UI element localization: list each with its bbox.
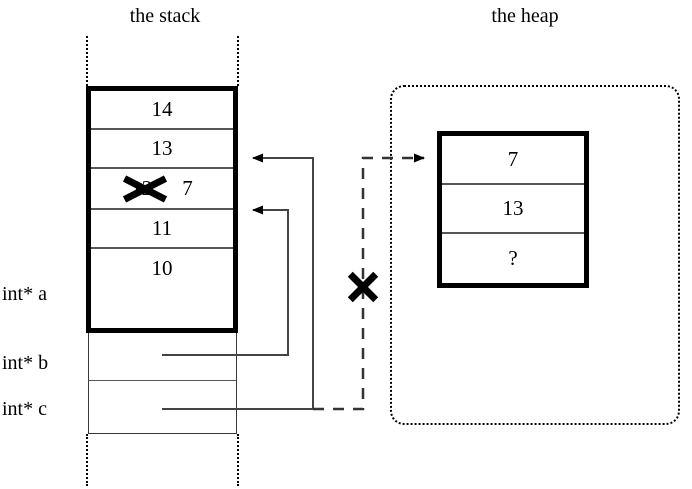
crossed-out-value: 12 — [123, 174, 168, 203]
stack-cell-3-value: 11 — [151, 216, 173, 240]
stack-cell-2: 12 7 — [91, 169, 233, 210]
variable-label-a: int* a — [2, 283, 47, 305]
heap-cell-0: 7 — [442, 136, 584, 185]
stack-guide-line-left-top — [86, 36, 88, 86]
heap-cell-1-value: 13 — [502, 196, 524, 220]
stack-cell-2-new-value: 7 — [182, 176, 193, 200]
heap-section-title: the heap — [491, 5, 559, 27]
stack-inactive-frame — [88, 333, 237, 434]
stack-cell-4-value: 10 — [151, 256, 173, 280]
heap-cell-0-value: 7 — [507, 147, 519, 171]
stack-cell-0: 14 — [91, 91, 233, 130]
stack-cell-1-value: 13 — [151, 136, 173, 160]
stack-free-cell-0 — [89, 333, 236, 381]
stack-section-title: the stack — [129, 5, 201, 27]
heap-cell-1: 13 — [442, 185, 584, 234]
dead-pointer-cross-icon — [345, 269, 381, 305]
stack-active-frame: 14 13 12 7 11 10 — [86, 86, 238, 333]
stack-cell-4: 10 — [91, 249, 233, 288]
stack-cell-1: 13 — [91, 130, 233, 169]
stack-free-cell-1 — [89, 381, 236, 432]
stack-cell-0-value: 14 — [151, 97, 173, 121]
heap-block: 7 13 ? — [437, 131, 589, 288]
stack-guide-line-right-top — [237, 36, 239, 86]
stack-cell-3: 11 — [91, 210, 233, 249]
stack-guide-line-left-bottom — [86, 434, 88, 486]
stack-guide-line-right-bottom — [237, 434, 239, 486]
variable-label-b: int* b — [2, 352, 49, 374]
heap-cell-2: ? — [442, 234, 584, 283]
variable-label-c: int* c — [2, 398, 47, 420]
heap-cell-2-value: ? — [508, 246, 518, 270]
